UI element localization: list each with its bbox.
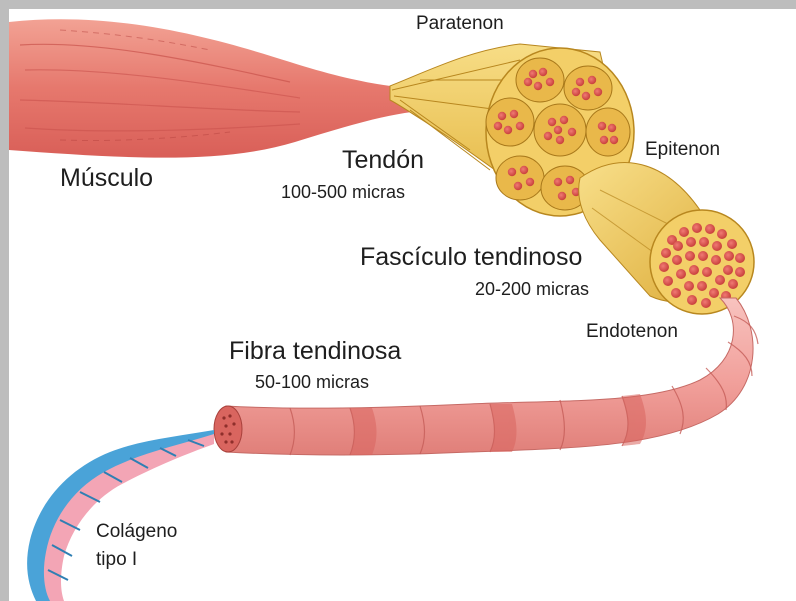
label-fasciculo: Fascículo tendinoso xyxy=(360,244,582,272)
label-epitenon: Epitenon xyxy=(645,140,720,161)
fascicle-cross-section xyxy=(650,210,754,314)
label-colageno-line1: Colágeno xyxy=(96,522,177,543)
label-colageno-line2: tipo I xyxy=(96,550,137,571)
label-endotenon: Endotenon xyxy=(586,322,678,343)
label-fibra-size: 50-100 micras xyxy=(255,373,369,393)
fiber-cross-section xyxy=(214,406,242,452)
label-musculo: Músculo xyxy=(60,165,153,193)
label-fasciculo-size: 20-200 micras xyxy=(475,280,589,300)
muscle-shape xyxy=(9,19,412,157)
label-paratenon: Paratenon xyxy=(416,14,504,35)
label-tendon: Tendón xyxy=(342,147,424,175)
label-tendon-size: 100-500 micras xyxy=(281,183,405,203)
label-fibra: Fibra tendinosa xyxy=(229,338,401,366)
collagen-helix xyxy=(27,430,214,601)
